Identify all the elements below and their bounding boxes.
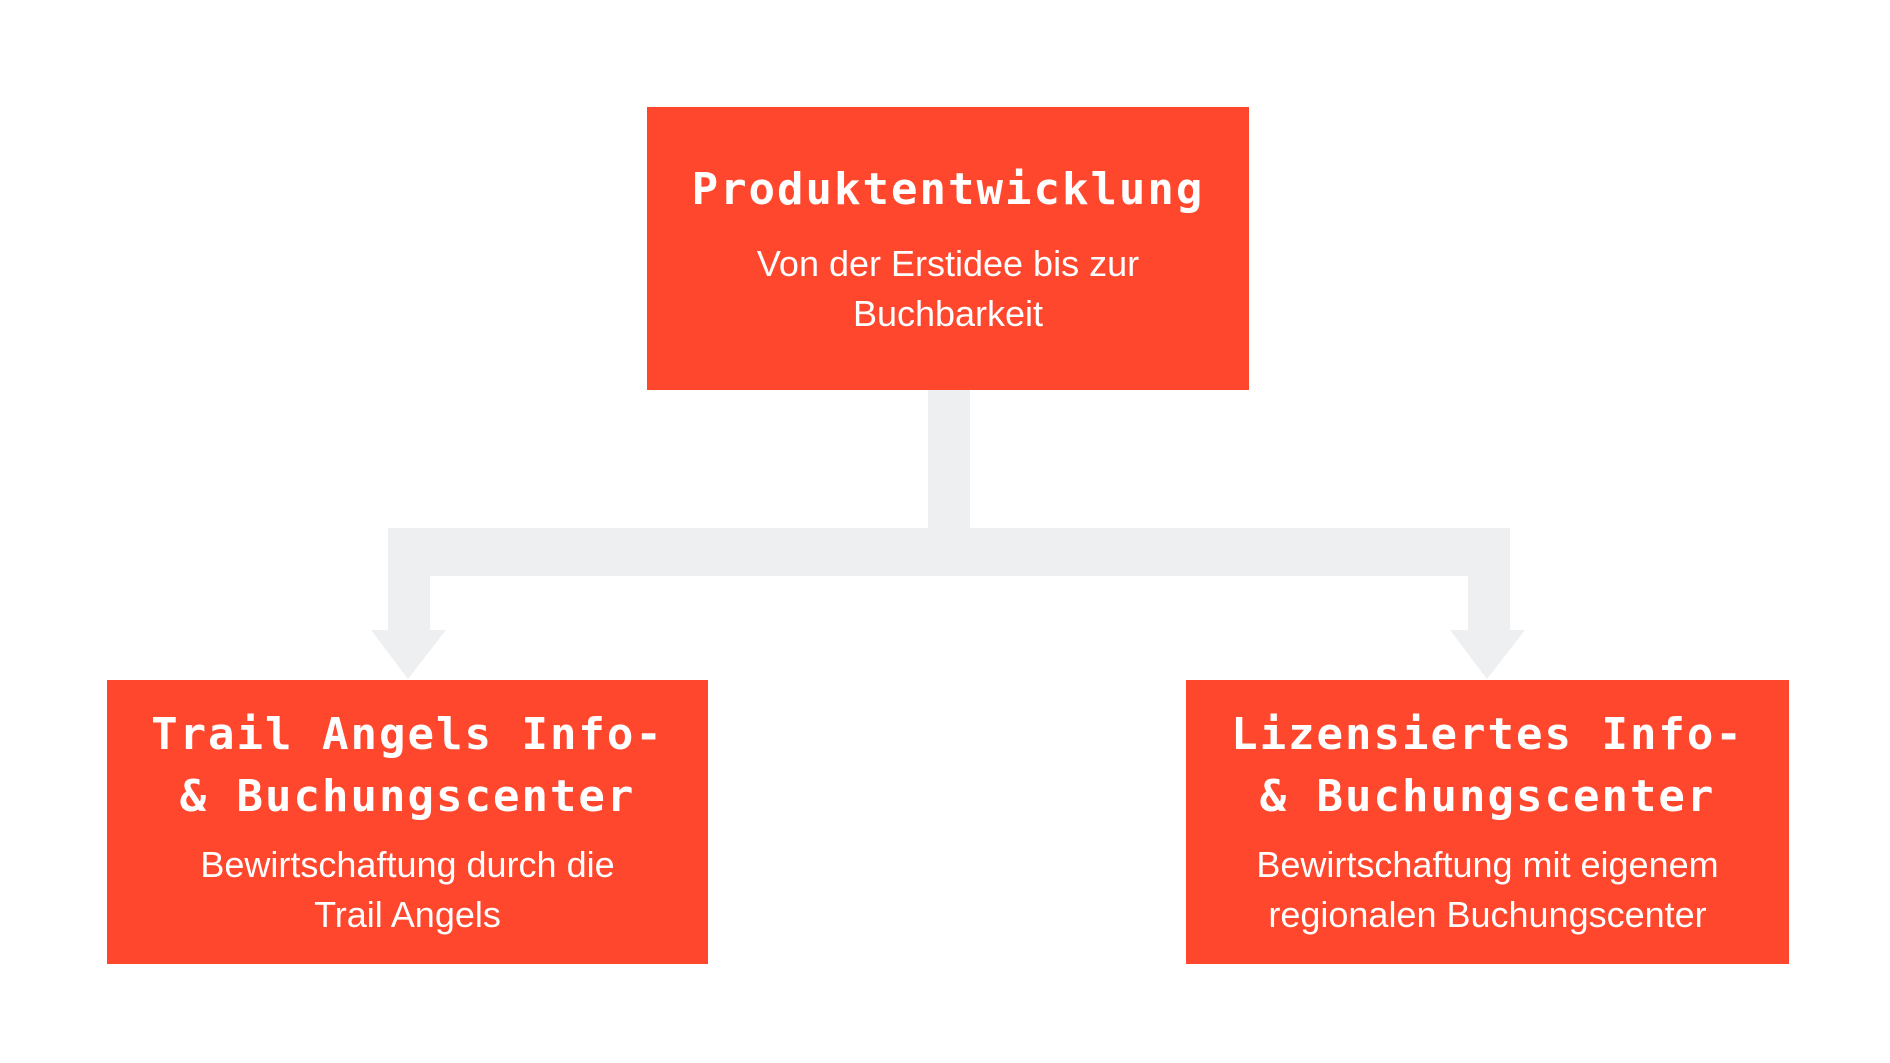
- node-produktentwicklung: Produktentwicklung Von der Erstidee bis …: [647, 107, 1249, 390]
- arrow-down-left-icon: [371, 630, 446, 679]
- node-lizensiertes-center: Lizensiertes Info- & Buchungscenter Bewi…: [1186, 680, 1789, 964]
- node-title: Lizensiertes Info- & Buchungscenter: [1231, 709, 1744, 822]
- connector-right-branch: [1468, 528, 1510, 632]
- node-trail-angels-center: Trail Angels Info- & Buchungscenter Bewi…: [107, 680, 708, 964]
- node-description: Bewirtschaftung durch die Trail Angels: [200, 844, 615, 935]
- connector-horizontal-bar: [388, 528, 1510, 576]
- connector-stem: [928, 390, 970, 530]
- node-title: Trail Angels Info- & Buchungscenter: [151, 709, 664, 822]
- node-title: Produktentwicklung: [691, 163, 1205, 215]
- connector-left-branch: [388, 528, 430, 632]
- arrow-down-right-icon: [1450, 630, 1525, 679]
- node-description: Von der Erstidee bis zur Buchbarkeit: [756, 242, 1140, 334]
- node-description: Bewirtschaftung mit eigenem regionalen B…: [1256, 844, 1719, 935]
